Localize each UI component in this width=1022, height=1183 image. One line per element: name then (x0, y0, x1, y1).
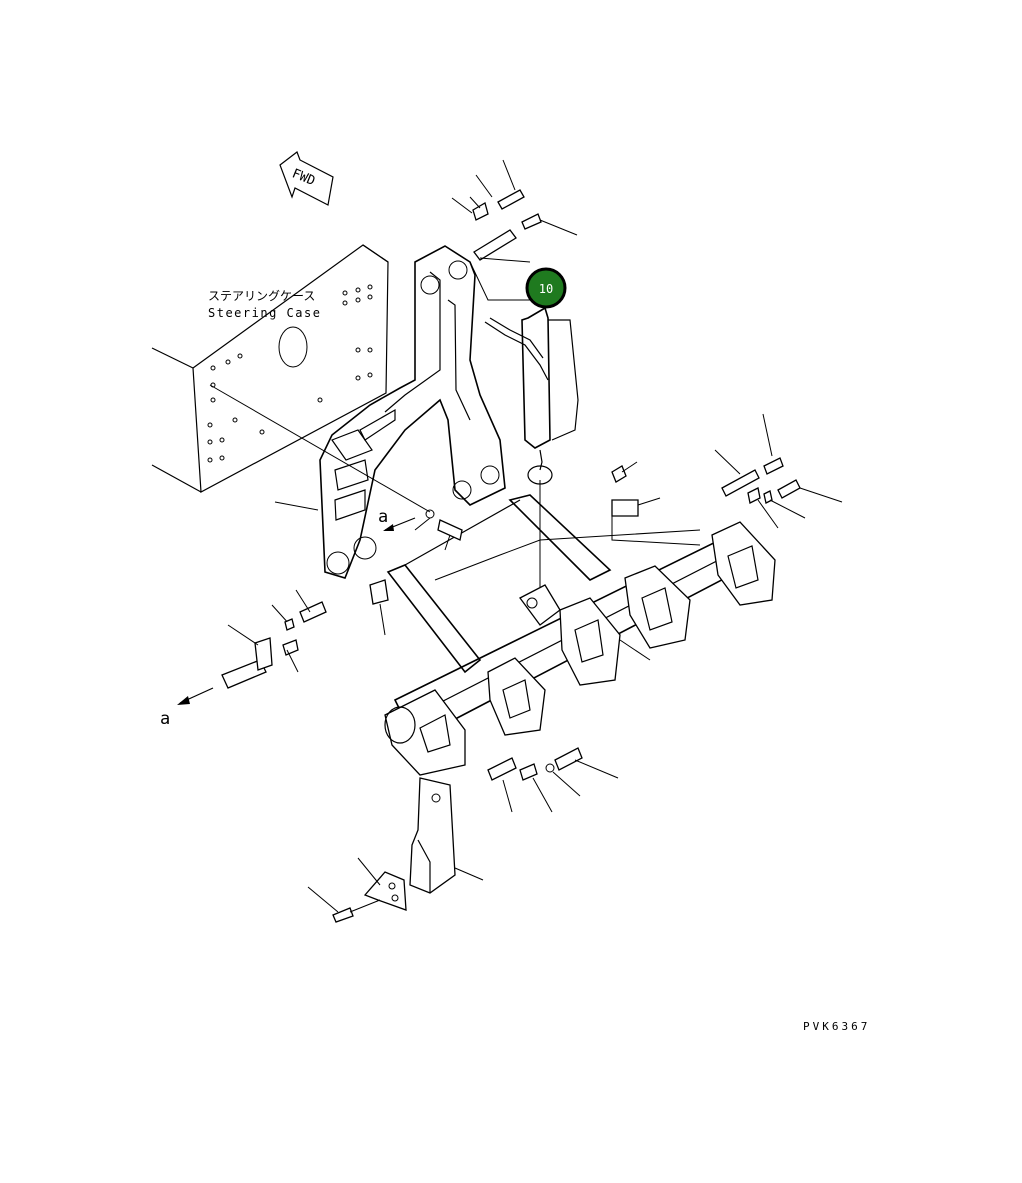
ripper-shank (307, 777, 484, 923)
bracket-bolt (414, 509, 463, 551)
mounting-bracket (274, 245, 506, 579)
view-marker-a-lower: a (160, 709, 170, 729)
upper-pins (451, 159, 578, 263)
steering-case: ステアリングケース Steering Case (151, 244, 431, 513)
bushing (369, 579, 389, 605)
view-arrow-icon: a (378, 507, 416, 531)
hydraulic-cylinder (469, 261, 579, 590)
right-fittings (611, 413, 843, 546)
steering-case-label-jp: ステアリングケース (208, 289, 315, 303)
fwd-label: FWD (290, 166, 318, 189)
callout-number[interactable]: 10 (539, 282, 553, 296)
view-marker-a-upper: a (378, 507, 388, 527)
shank-holders (384, 521, 776, 776)
fwd-arrow-icon: FWD (279, 151, 334, 206)
link-rod (434, 529, 701, 581)
callout-10[interactable]: 10 (525, 267, 567, 309)
steering-case-label-en: Steering Case (208, 306, 321, 320)
lower-fasteners (487, 747, 619, 813)
callout-circle[interactable] (525, 267, 567, 309)
left-pin (221, 589, 327, 689)
view-arrow-icon-lower: a (160, 687, 214, 729)
drawing-code: PVK6367 (803, 1020, 870, 1033)
